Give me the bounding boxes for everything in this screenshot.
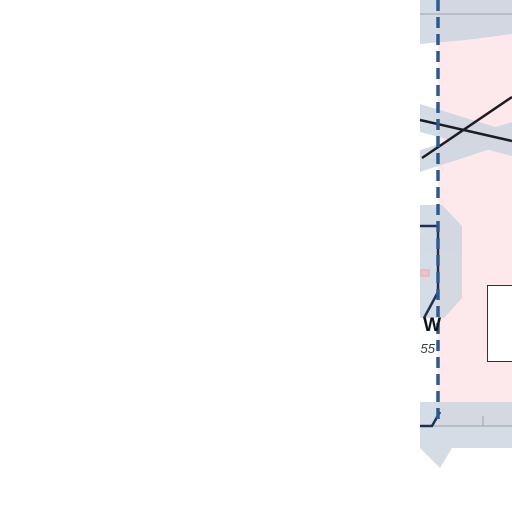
- station-letter: W: [423, 315, 441, 336]
- station-marker: [420, 269, 430, 277]
- rail-line-crossing: [419, 118, 512, 143]
- rail-line-diagonal: [421, 95, 512, 160]
- road-band-bottom: [420, 402, 512, 468]
- road-block-mid: [420, 205, 462, 318]
- map-inset-box: [487, 285, 512, 362]
- road-band-top: [420, 0, 512, 44]
- station-number: 55: [420, 341, 435, 356]
